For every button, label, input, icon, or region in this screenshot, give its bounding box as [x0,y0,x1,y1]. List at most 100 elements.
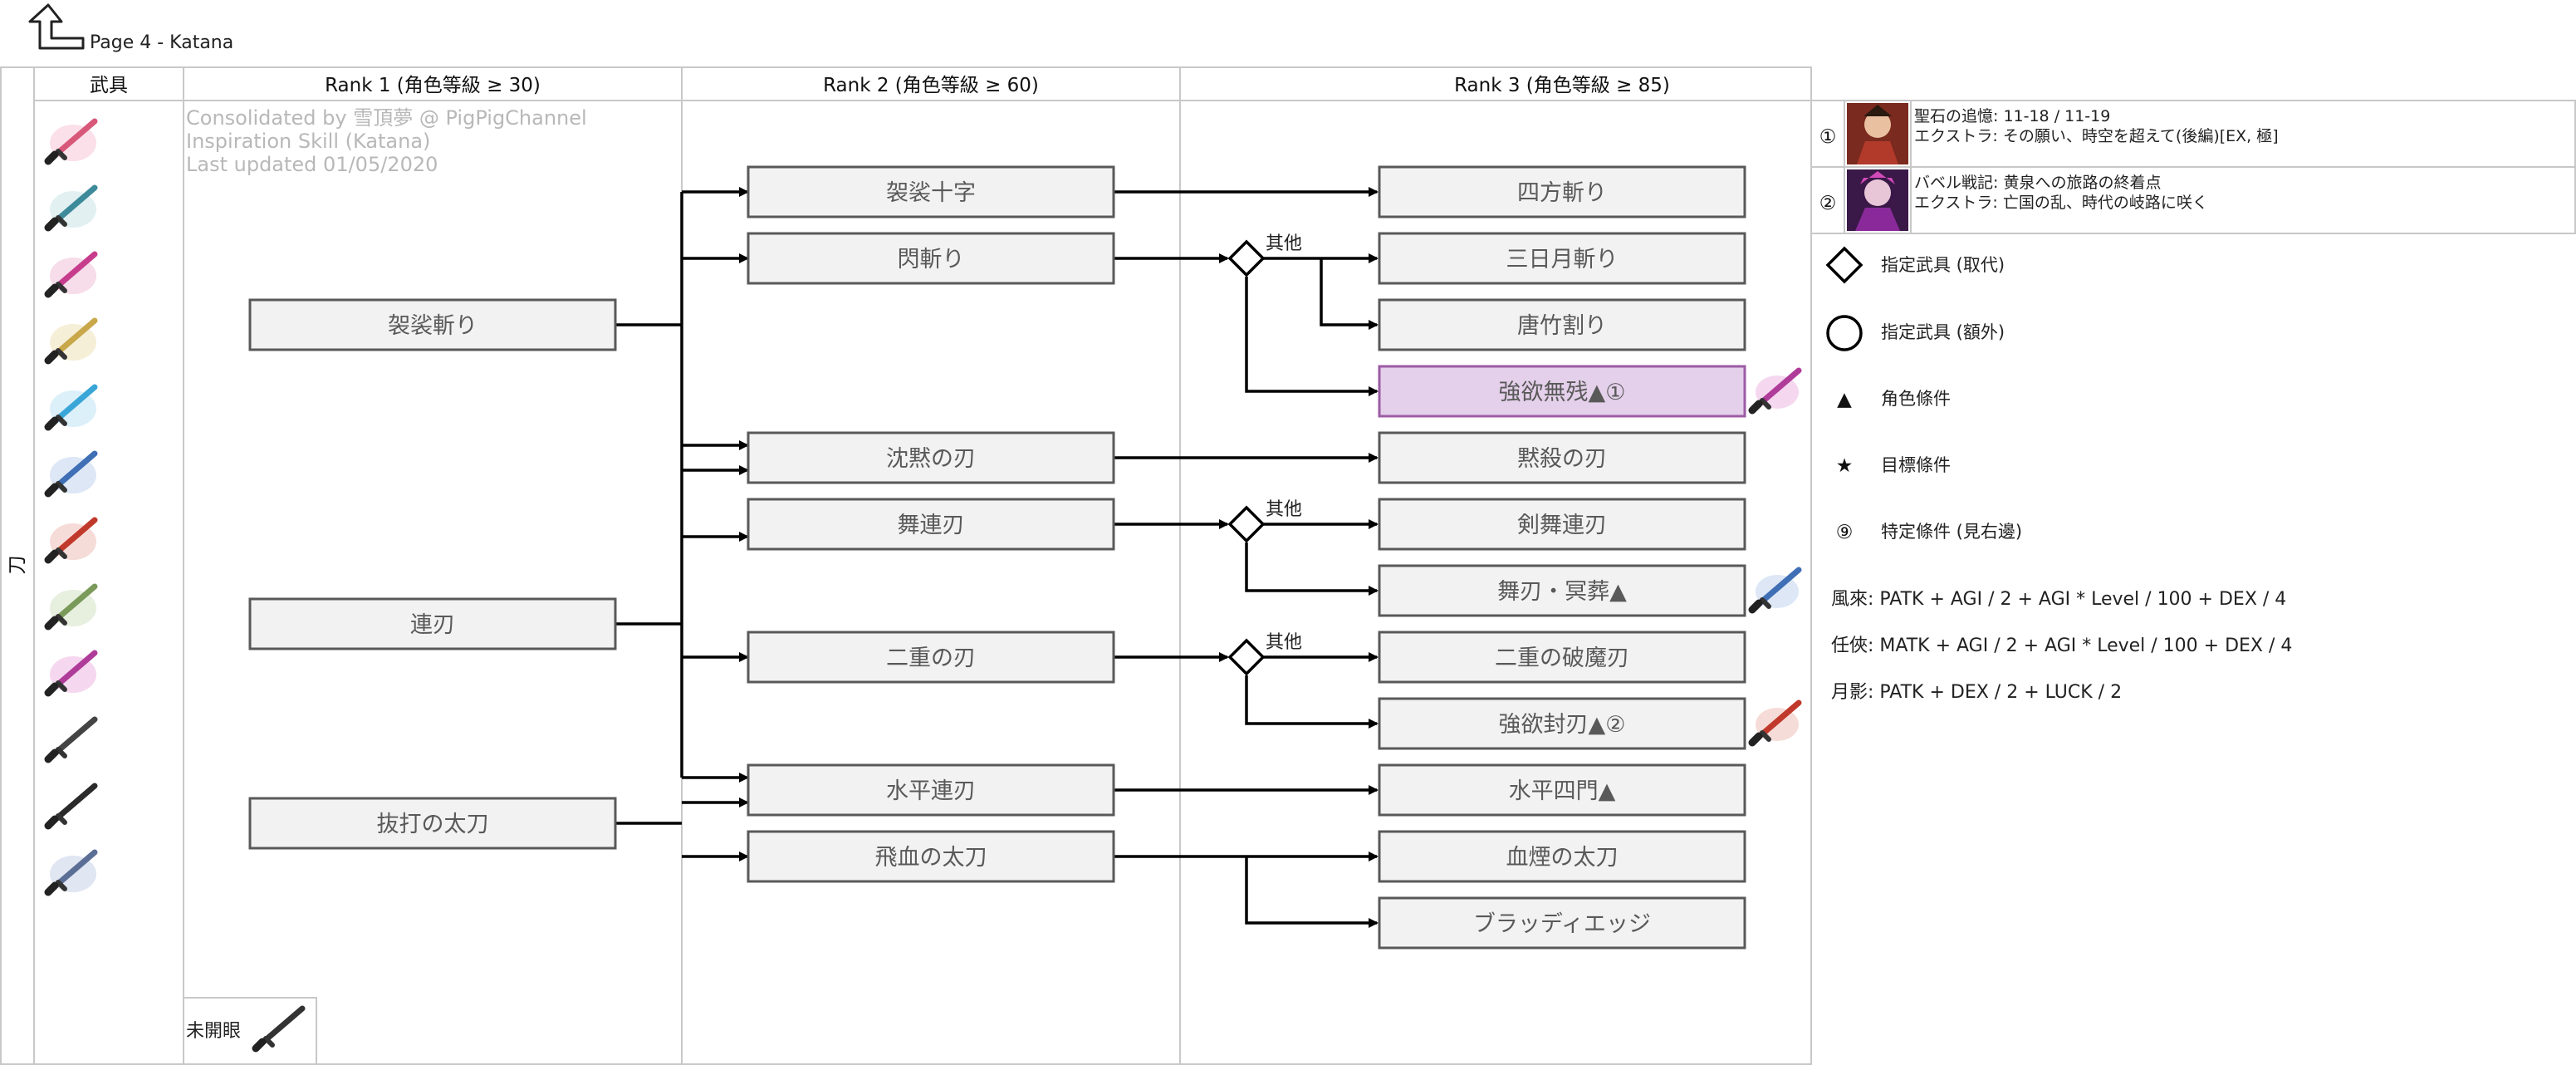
katana-green-icon [48,586,96,626]
connectors [615,187,1379,928]
skill-node-r2-0[interactable]: 袈裟十字 [747,165,1115,218]
legend-label-triangle: 角色條件 [1881,389,1951,409]
skill-node-r2-2[interactable]: 沈黙の刃 [747,431,1115,484]
svg-text:水平四門▲: 水平四門▲ [1509,778,1616,804]
branch-diamond-1 [1227,239,1266,277]
header-weapons: 武具 [90,75,128,96]
reference-number-1: ① [1819,126,1837,148]
credit-line-1: Consolidated by 雪頂夢 @ PigPigChannel [186,106,587,130]
skill-node-r2-1[interactable]: 閃斬り [747,232,1115,285]
reference-1-line1: 聖石の追憶: 11-18 / 11-19 [1914,107,2110,125]
branch-other-label-2: 其他 [1266,499,1302,520]
katana-pink-icon [48,121,96,161]
circle-icon [1826,315,1863,351]
triangle-icon: ▲ [1837,389,1852,410]
formula-2: 任俠: MATK + AGI / 2 + AGI * Level / 100 +… [1831,636,2292,656]
skill-node-r3-11[interactable]: ブラッディエッジ [1378,896,1746,950]
skill-node-r3-0[interactable]: 四方斬り [1378,165,1746,218]
svg-text:袈裟十字: 袈裟十字 [886,180,976,206]
svg-text:唐竹割り: 唐竹割り [1517,313,1607,339]
skill-node-r2-5[interactable]: 水平連刃 [747,763,1115,817]
katana-cyan-icon [48,387,96,427]
credit-line-2: Inspiration Skill (Katana) [186,130,430,153]
reference-number-2: ② [1819,193,1837,214]
skill-node-r2-6[interactable]: 飛血の太刀 [747,830,1115,883]
skill-node-r2-4[interactable]: 二重の刃 [747,631,1115,684]
skill-node-r3-5[interactable]: 剣舞連刃 [1378,498,1746,551]
skill-node-r3-3-highlighted[interactable]: 強欲無残▲① [1378,365,1746,418]
svg-text:二重の刃: 二重の刃 [886,645,976,671]
svg-text:抜打の太刀: 抜打の太刀 [377,812,489,837]
reference-portrait-2 [1847,169,1908,231]
svg-text:閃斬り: 閃斬り [898,247,965,272]
svg-text:舞連刃: 舞連刃 [898,513,965,538]
katana-red-icon [48,520,96,560]
reference-portrait-1 [1847,103,1908,164]
diamond-icon [1825,246,1863,284]
svg-text:黙殺の刃: 黙殺の刃 [1517,446,1607,472]
skill-node-r3-1[interactable]: 三日月斬り [1378,232,1746,285]
katana-dark-icon [48,719,95,759]
reference-1-line2: エクストラ: その願い、時空を超えて(後編)[EX, 極] [1914,127,2279,145]
skill-node-r3-6[interactable]: 舞刃・冥葬▲ [1378,564,1746,617]
skill-node-r1-nukiuchi[interactable]: 抜打の太刀 [248,797,617,850]
skill-node-r3-2[interactable]: 唐竹割り [1378,298,1746,351]
reference-2-line1: バベル戦記: 黄泉への旅路の終着点 [1914,174,2161,192]
formula-1: 風來: PATK + AGI / 2 + AGI * Level / 100 +… [1831,589,2286,610]
branch-diamond-2 [1227,505,1266,543]
page-title: Page 4 - Katana [90,32,233,53]
svg-text:剣舞連刃: 剣舞連刃 [1517,513,1607,538]
star-icon: ★ [1836,455,1854,477]
branch-other-label-1: 其他 [1266,233,1302,254]
header-rank2: Rank 2 (角色等級 ≥ 60) [823,75,1039,96]
legend-label-star: 目標條件 [1881,455,1951,475]
legend-label-circled-number: 特定條件 (見右邊) [1881,522,2022,542]
svg-text:舞刃・冥葬▲: 舞刃・冥葬▲ [1497,579,1627,605]
unopened-label: 未開眼 [186,1021,241,1042]
formula-3: 月影: PATK + DEX / 2 + LUCK / 2 [1831,682,2122,703]
skill-node-r2-3[interactable]: 舞連刃 [747,498,1115,551]
legend-label-diamond: 指定武具 (取代) [1881,255,2005,275]
skill-node-r1-kesagiri[interactable]: 袈裟斬り [248,298,617,351]
katana-magenta-icon [48,254,96,294]
skill-node-r3-10[interactable]: 血煙の太刀 [1378,830,1746,883]
katana-steel-icon [48,852,96,892]
svg-text:強欲封刃▲②: 強欲封刃▲② [1499,712,1626,738]
legend: 指定武具 (取代) 指定武具 (額外) ▲ 角色條件 ★ 目標條件 ⑨ 特定條件… [1825,246,2022,543]
svg-text:沈黙の刃: 沈黙の刃 [886,446,976,472]
required-weapon-blue-icon [1752,570,1799,610]
skill-node-r1-renjin[interactable]: 連刃 [248,597,617,650]
reference-2-line2: エクストラ: 亡国の乱、時代の岐路に咲く [1914,194,2208,212]
sidebar-label: 刀 [7,556,28,575]
required-weapon-red-icon [1752,703,1799,743]
svg-text:連刃: 連刃 [410,612,455,638]
katana-purple-icon [48,653,96,693]
katana-blue-icon [48,454,96,493]
katana-gold-icon [48,321,96,361]
svg-text:ブラッディエッジ: ブラッディエッジ [1473,911,1651,937]
svg-text:水平連刃: 水平連刃 [886,778,976,804]
skill-node-r3-9[interactable]: 水平四門▲ [1378,763,1746,817]
svg-text:四方斬り: 四方斬り [1517,180,1607,206]
weapon-icons [48,121,96,892]
branch-other-label-3: 其他 [1266,632,1302,653]
katana-black-icon [48,786,95,826]
header-rank3: Rank 3 (角色等級 ≥ 85) [1454,75,1670,96]
katana-teal-icon [48,188,96,228]
svg-text:二重の破魔刃: 二重の破魔刃 [1495,645,1629,671]
legend-label-circle: 指定武具 (額外) [1881,322,2005,342]
required-weapon-purple-icon [1752,371,1799,410]
svg-text:三日月斬り: 三日月斬り [1506,247,1619,272]
header-rank1: Rank 1 (角色等級 ≥ 30) [325,75,541,96]
table-grid [0,66,2576,1065]
svg-text:強欲無残▲①: 強欲無残▲① [1499,380,1626,405]
skill-node-r3-8[interactable]: 強欲封刃▲② [1378,697,1746,750]
svg-text:袈裟斬り: 袈裟斬り [388,313,477,339]
credit-line-3: Last updated 01/05/2020 [186,153,438,176]
skill-node-r3-4[interactable]: 黙殺の刃 [1378,431,1746,484]
unopened-sword-icon [256,1009,302,1048]
back-arrow-icon[interactable] [28,3,85,50]
svg-text:飛血の太刀: 飛血の太刀 [875,845,987,871]
circled-number-icon: ⑨ [1836,522,1854,543]
skill-node-r3-7[interactable]: 二重の破魔刃 [1378,631,1746,684]
